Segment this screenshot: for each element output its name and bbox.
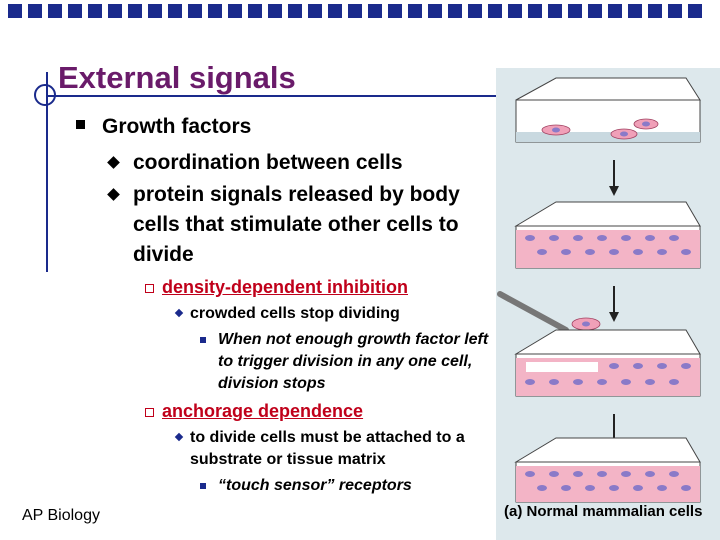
deco-square: [448, 4, 462, 18]
deco-square: [528, 4, 542, 18]
footer-label: AP Biology: [22, 507, 100, 524]
deco-square: [228, 4, 242, 18]
deco-square: [668, 4, 682, 18]
deco-square: [208, 4, 222, 18]
deco-square: [348, 4, 362, 18]
deco-square: [88, 4, 102, 18]
deco-square: [328, 4, 342, 18]
deco-square: [168, 4, 182, 18]
deco-square: [548, 4, 562, 18]
deco-square: [568, 4, 582, 18]
arrow-head-icon: [609, 186, 619, 196]
bullet-text: anchorage dependence: [162, 401, 364, 421]
deco-square: [128, 4, 142, 18]
deco-square: [588, 4, 602, 18]
deco-square: [468, 4, 482, 18]
crosshair-decoration: [34, 84, 56, 106]
diamond-bullet-icon: [107, 188, 120, 201]
deco-square: [108, 4, 122, 18]
culture-dish-confluent: [514, 201, 701, 269]
diamond-bullet-icon: [107, 156, 120, 169]
top-decoration-bar: [0, 0, 720, 32]
deco-square: [188, 4, 202, 18]
deco-square: [288, 4, 302, 18]
deco-square: [268, 4, 282, 18]
bullet-text: protein signals released by body cells t…: [133, 183, 460, 266]
scraper-tool: [497, 291, 569, 333]
deco-square: [8, 4, 22, 18]
bullet-text: to divide cells must be attached to a su…: [190, 429, 465, 468]
culture-dish-scraped: [514, 329, 701, 397]
square-outline-bullet-icon: [145, 408, 154, 417]
deco-square: [608, 4, 622, 18]
slide-title: External signals: [58, 60, 296, 95]
arrow-head-icon: [609, 312, 619, 322]
square-bullet-icon: [200, 483, 206, 489]
deco-square: [48, 4, 62, 18]
bullet-text: “touch sensor” receptors: [218, 477, 412, 494]
deco-square: [388, 4, 402, 18]
diamond-bullet-icon: [174, 308, 184, 318]
deco-square: [368, 4, 382, 18]
bullet-text: Growth factors: [102, 115, 252, 138]
bullet-text: When not enough growth factor left to tr…: [218, 331, 489, 392]
deco-square: [248, 4, 262, 18]
diamond-bullet-icon: [174, 432, 184, 442]
figure-caption: (a) Normal mammalian cells: [504, 503, 703, 520]
square-bullet-icon: [200, 337, 206, 343]
bullet-text: crowded cells stop dividing: [190, 305, 400, 322]
deco-square: [408, 4, 422, 18]
deco-square: [28, 4, 42, 18]
deco-square: [688, 4, 702, 18]
cell-culture-figure: [496, 68, 720, 540]
bullet-text: density-dependent inhibition: [162, 277, 408, 297]
deco-square: [648, 4, 662, 18]
deco-square: [428, 4, 442, 18]
title-underline: [46, 95, 606, 97]
culture-dish-refilled: [514, 437, 701, 503]
deco-square: [508, 4, 522, 18]
square-outline-bullet-icon: [145, 284, 154, 293]
culture-dish-sparse: [515, 77, 701, 143]
square-bullet-icon: [76, 120, 85, 129]
deco-square: [68, 4, 82, 18]
deco-square: [628, 4, 642, 18]
bullet-text: coordination between cells: [133, 151, 403, 174]
deco-square: [148, 4, 162, 18]
left-vertical-rule: [46, 72, 48, 272]
deco-square: [308, 4, 322, 18]
deco-square: [488, 4, 502, 18]
